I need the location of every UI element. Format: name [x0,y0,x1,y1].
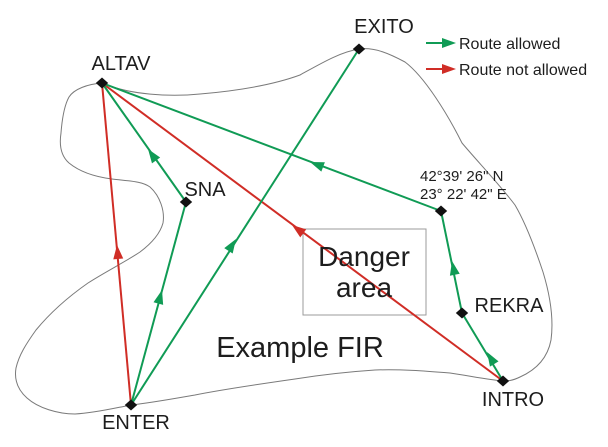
arrowhead-icon [113,245,124,260]
routes-not-allowed [101,82,504,406]
fir-name-label: Example FIR [216,332,384,364]
waypoint-label-exito: EXITO [354,16,414,38]
arrowhead-icon [310,162,325,172]
arrowhead-icon [442,64,456,74]
arrowhead-icon [224,239,236,254]
waypoint-diamond-icon [352,43,366,55]
coordinate-fix-label-line2: 23° 22' 42" E [420,186,507,203]
waypoint-label-enter: ENTER [102,412,170,434]
danger-area-box [302,228,427,316]
waypoint-label-intro: INTRO [482,389,544,411]
waypoint-diamond-icon [434,205,448,217]
waypoint-label-altav: ALTAV [92,53,152,75]
waypoint-label-rekra: REKRA [475,295,545,317]
route-rekra-fix-line [440,210,463,314]
arrowhead-icon [153,290,164,305]
legend: Route allowed Route not allowed [426,36,587,79]
route-sna-altav-line [101,82,187,203]
route-intro-rekra-line [461,312,504,382]
fir-boundary [15,48,553,415]
danger-area-label-line1: Danger [318,241,410,272]
arrowhead-icon [487,352,499,367]
arrowhead-icon [292,225,307,238]
legend-not-allowed-label: Route not allowed [459,62,587,79]
danger-area-label-line2: area [336,272,392,303]
waypoint-diamond-icon [124,399,138,411]
routes-allowed [101,48,504,406]
route-enter-exito-line [130,48,360,406]
legend-row-not-allowed: Route not allowed [426,62,587,79]
route-fix-altav-line [101,82,442,212]
waypoint-label-sna: SNA [184,179,226,201]
arrowhead-icon [449,261,460,276]
coordinate-fix-label-line1: 42°39' 26" N [420,168,503,185]
arrowhead-icon [442,38,456,48]
route-enter-altav-line [101,82,132,406]
waypoint-diamond-icon [455,307,469,319]
legend-row-allowed: Route allowed [426,36,560,53]
waypoint-diamond-icon [496,375,510,387]
legend-allowed-label: Route allowed [459,36,560,53]
arrowhead-icon [148,149,161,164]
waypoint-diamond-icon [95,77,109,89]
